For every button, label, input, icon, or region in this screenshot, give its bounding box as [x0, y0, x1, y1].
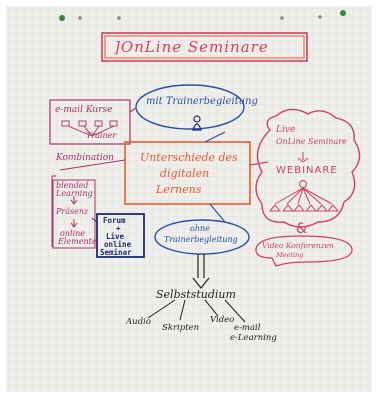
video-bubble-line-2: Meeting	[276, 251, 304, 259]
selbststudium-heading: Selbststudium	[156, 288, 236, 301]
forum-line-3: Live	[106, 232, 125, 241]
learning-label: Learning	[56, 189, 93, 198]
webinar-network-icon	[268, 152, 340, 212]
connector-email	[129, 107, 137, 113]
hole-2	[117, 16, 121, 20]
pin-green-right	[340, 10, 346, 16]
hole-3	[280, 16, 284, 20]
video-bubble	[255, 235, 353, 267]
live-cloud-webinare: WEBINARE	[276, 165, 338, 176]
hole-4	[318, 15, 322, 19]
forum-line-5: Seminar	[100, 248, 132, 257]
video-bubble-line-1: Video Konferenzen	[262, 241, 334, 250]
forum-line-2: +	[116, 224, 121, 233]
online-label: online	[60, 229, 85, 238]
skripten-label: Skripten	[162, 323, 200, 333]
ampersand: &	[296, 221, 307, 237]
email-kurse-box	[49, 99, 131, 145]
hole-1	[78, 16, 82, 20]
page-title: ]OnLine Seminare	[114, 38, 269, 56]
elemente-label: Elemente	[58, 237, 97, 246]
without-trainer-line-1: ohne	[190, 224, 210, 233]
bubble-with-trainer	[135, 84, 245, 130]
arrow-down-icon	[192, 254, 210, 289]
with-trainer-label: mit Trainerbegleitung	[146, 96, 258, 107]
praesenz-label: Präsenz	[56, 207, 89, 216]
kombination-bracket	[51, 175, 96, 249]
center-box	[124, 141, 251, 205]
bubble-without-trainer	[154, 219, 250, 255]
email-kurse-label: e-mail Kurse	[55, 105, 113, 115]
live-cloud-line-2: OnLine Seminare	[276, 137, 347, 146]
center-line-3: Lernens	[156, 183, 202, 196]
forum-line-4: online	[104, 240, 132, 249]
blended-label: blended	[56, 181, 89, 190]
center-line-1: Unterschiede des	[140, 151, 238, 164]
kombination-label: Kombination	[56, 153, 114, 163]
video-label: Video	[210, 315, 235, 325]
center-line-2: digitalen	[160, 167, 210, 180]
forum-box	[96, 213, 145, 258]
forum-line-1: Forum	[103, 216, 126, 225]
without-trainer-line-2: Trainerbegleitung	[164, 235, 238, 244]
selbststudium-tree	[147, 299, 246, 323]
paper-grid	[6, 6, 372, 392]
live-cloud	[255, 108, 361, 228]
trainer-figure-icon	[192, 115, 202, 131]
connector-center	[59, 159, 126, 171]
title-box	[101, 32, 308, 62]
envelope-icons	[61, 120, 118, 137]
live-cloud-line-1: Live	[276, 125, 296, 135]
audio-label: Audio	[126, 317, 151, 327]
elearning-label: e-Learning	[230, 333, 277, 343]
pin-green-left	[59, 15, 65, 21]
trainer-label: Trainer	[86, 131, 117, 140]
email-label: e-mail	[234, 323, 261, 333]
